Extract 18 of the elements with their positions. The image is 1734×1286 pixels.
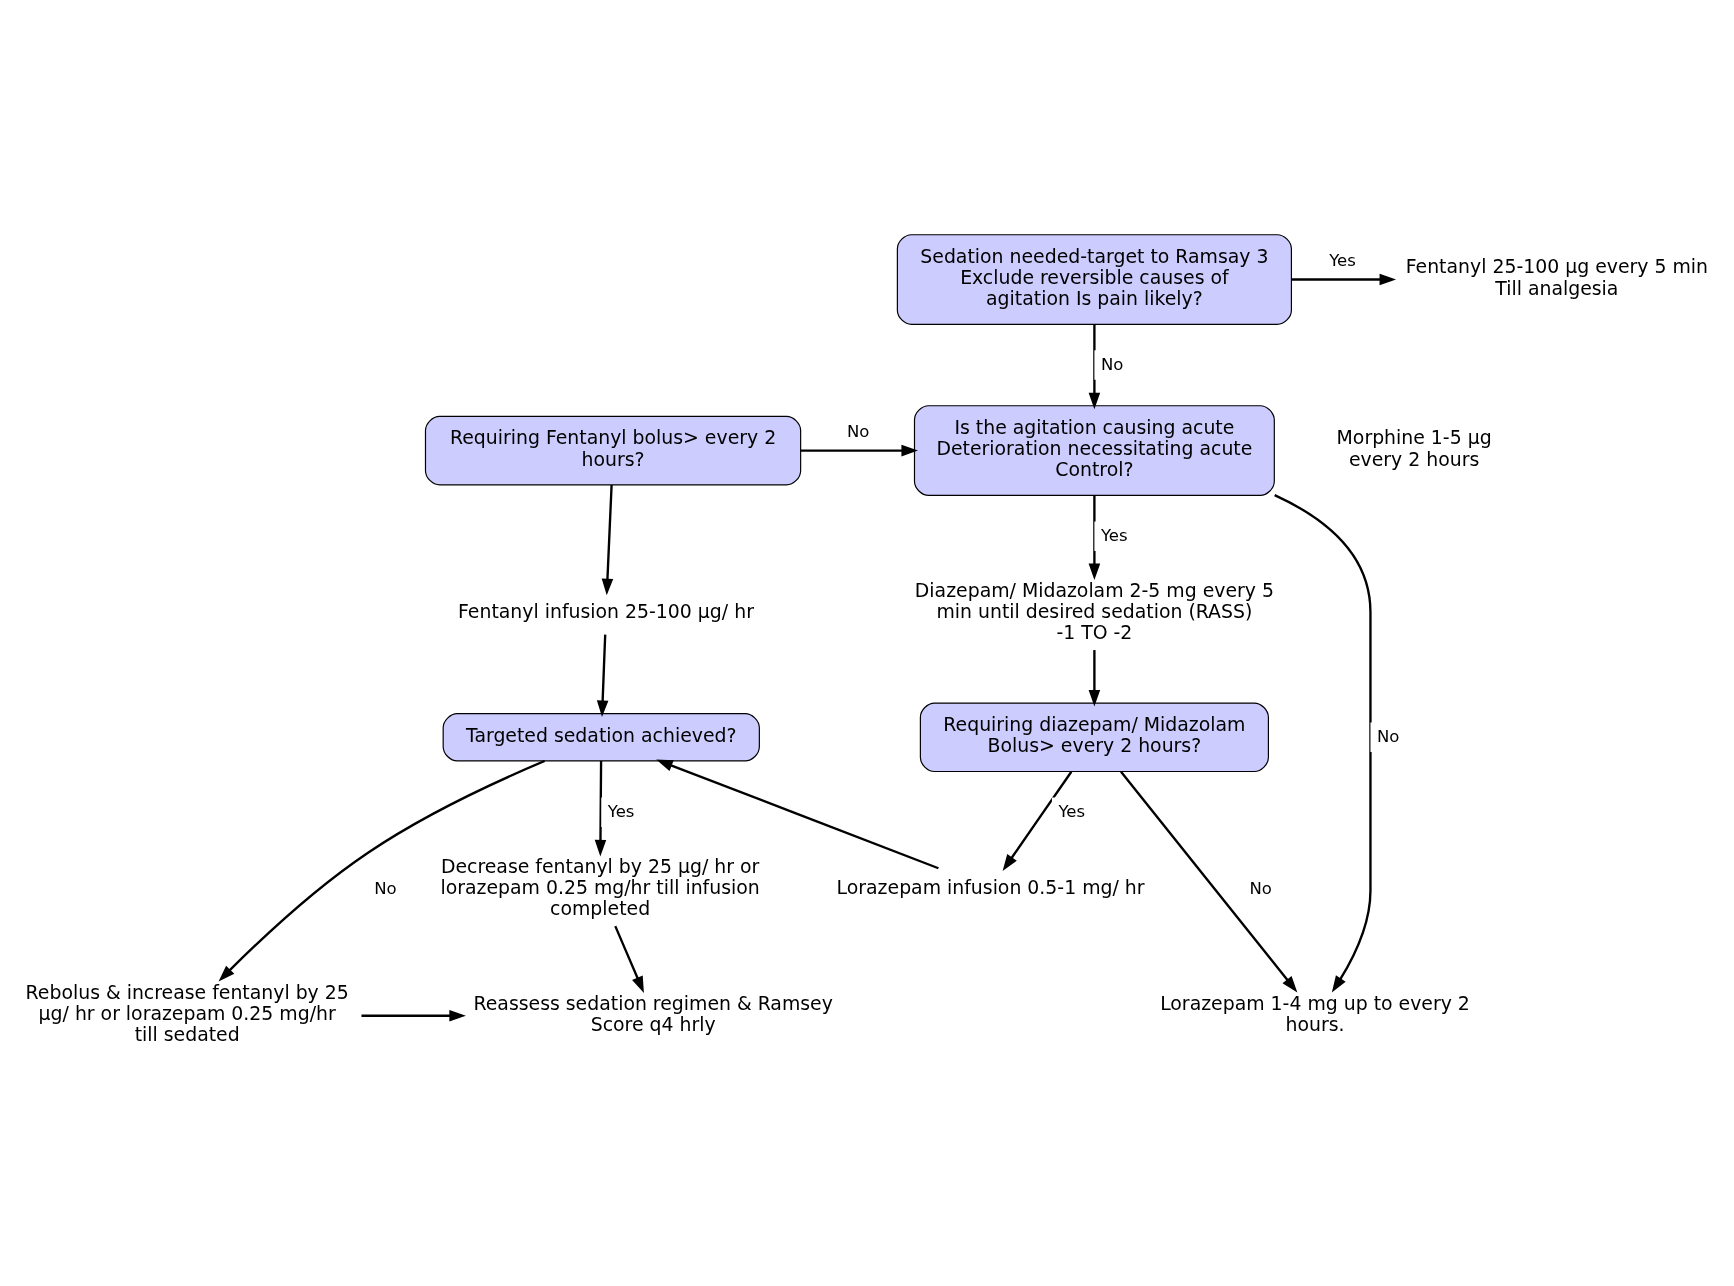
edge-label: No [846,421,870,441]
node-text: Diazepam/ Midazolam 2-5 mg every 5 min until desired sedation (RASS) -1 TO -2 [914,578,1274,643]
node-text: Reassess sedation regimen & Ramsey Score q4 hrly [473,991,833,1035]
node-text: Lorazepam infusion 0.5-1 mg/ hr [836,875,1145,898]
node-text: Lorazepam 1-4 mg up to every 2 hours. [1160,991,1470,1035]
node-text: Fentanyl infusion 25-100 µg/ hr [458,599,754,622]
edge-label: Yes [1329,250,1356,270]
edge-label: Yes [1100,525,1128,545]
edge-label: No [374,878,397,898]
node-text: Rebolus & increase fentanyl by 25 µg/ hr or lorazepam 0.25 mg/hr till sedated [25,980,349,1045]
node-text: Fentanyl 25-100 µg every 5 min Till analgesia [1405,254,1708,299]
label: Morphine 1-5 µg every 2 hours [1336,425,1492,470]
edge-label: No [1376,726,1400,746]
edge-label: Yes [607,801,635,821]
edge-label: No [1100,354,1124,374]
edge-label: Yes [1058,801,1086,821]
edge-label: No [1249,878,1272,898]
node-text: Decrease fentanyl by 25 µg/ hr or lorazepam 0.25 mg/hr till infusion completed [440,854,760,919]
